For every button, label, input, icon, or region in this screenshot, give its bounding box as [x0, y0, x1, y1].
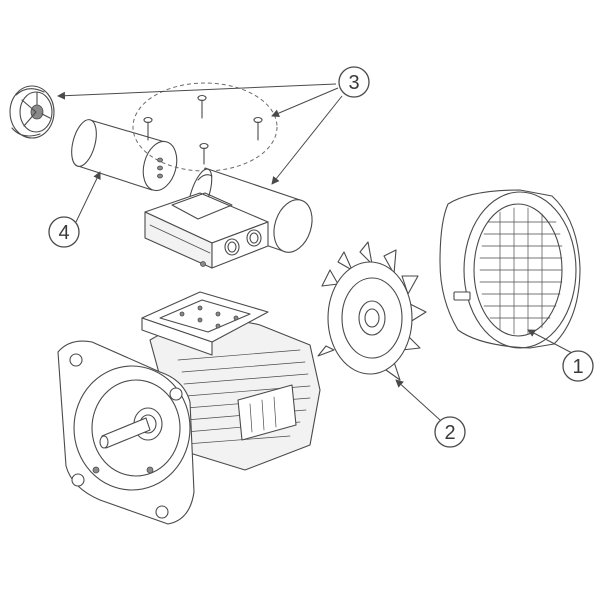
callout-3: 3: [338, 66, 370, 98]
screw: [199, 142, 209, 165]
end-cap-part: [9, 85, 55, 139]
fan-cover-part: [439, 189, 581, 349]
callout-2-label: 2: [444, 422, 455, 444]
callout-4-label: 4: [58, 222, 69, 244]
screw: [253, 116, 263, 141]
front-flange: [57, 340, 195, 525]
callout-1-label: 1: [572, 356, 583, 378]
motor-body: [141, 291, 321, 471]
callout-4: 4: [48, 216, 80, 248]
screw-group: [132, 82, 278, 172]
leader-lines: [57, 83, 575, 421]
callout-3-label: 3: [348, 72, 359, 94]
screw: [197, 94, 207, 119]
terminal-box: [144, 192, 269, 269]
callout-2: 2: [434, 416, 466, 448]
capacitor-part: [71, 119, 178, 192]
cooling-fan-part: [317, 241, 427, 381]
screw: [143, 116, 153, 141]
callout-1: 1: [562, 350, 594, 382]
